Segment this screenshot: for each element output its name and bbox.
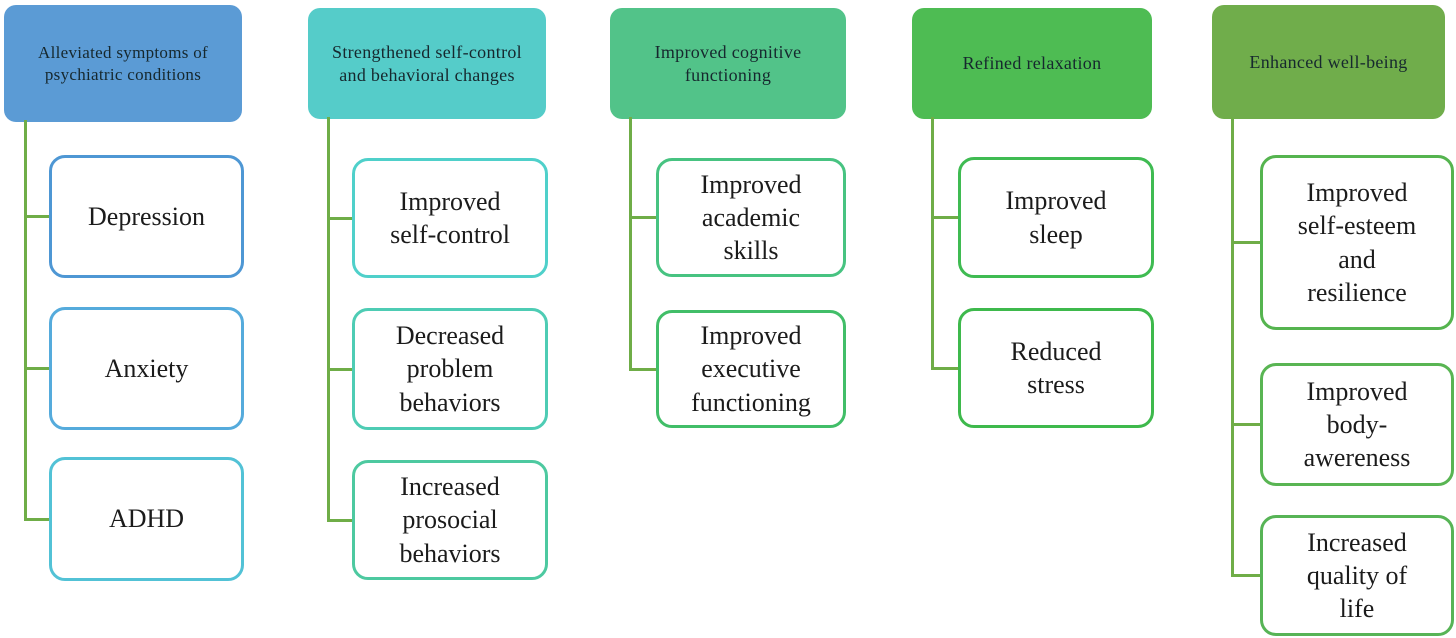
connector-elbow: [1230, 241, 1262, 244]
benefit-box-improved-self-control: Improved self-control: [352, 158, 548, 278]
connector-trunk: [628, 117, 632, 371]
benefit-box-improved-executive-functioning: Improved executive functioning: [656, 310, 846, 428]
connector-elbow: [628, 367, 658, 371]
connector-elbow: [1230, 423, 1262, 426]
connector-elbow: [23, 215, 51, 218]
benefit-box-reduced-stress: Reduced stress: [958, 308, 1154, 428]
connector-elbow: [930, 366, 960, 370]
connector-elbow: [326, 367, 354, 371]
category-header-strengthened-self-control-and-behavioral-changes: Strengthened self-control and behavioral…: [308, 8, 546, 119]
category-header-refined-relaxation: Refined relaxation: [912, 8, 1152, 119]
connector-elbow: [628, 216, 658, 219]
connector-trunk: [930, 117, 934, 370]
connector-elbow: [23, 367, 51, 370]
benefit-box-decreased-problem-behaviors: Decreased problem behaviors: [352, 308, 548, 430]
connector-trunk: [1230, 117, 1234, 577]
benefit-box-anxiety: Anxiety: [49, 307, 244, 430]
benefit-box-improved-body-awereness: Improved body-awereness: [1260, 363, 1454, 486]
benefit-box-adhd: ADHD: [49, 457, 244, 581]
connector-elbow: [23, 517, 51, 521]
connector-elbow: [326, 216, 354, 220]
benefit-box-improved-academic-skills: Improved academic skills: [656, 158, 846, 277]
connector-trunk: [23, 120, 27, 521]
connector-trunk: [326, 117, 330, 522]
benefit-box-improved-sleep: Improved sleep: [958, 157, 1154, 278]
category-header-enhanced-well-being: Enhanced well-being: [1212, 5, 1445, 119]
benefit-box-improved-self-esteem-and-resilience: Improved self-esteem and resilience: [1260, 155, 1454, 330]
benefit-box-increased-quality-of-life: Increased quality of life: [1260, 515, 1454, 636]
benefit-box-depression: Depression: [49, 155, 244, 278]
connector-elbow: [326, 518, 354, 522]
connector-elbow: [1230, 574, 1262, 577]
benefit-box-increased-prosocial-behaviors: Increased prosocial behaviors: [352, 460, 548, 580]
category-header-alleviated-symptoms-of-psychiatric-conditions: Alleviated symptoms of psychiatric condi…: [4, 5, 242, 122]
connector-elbow: [930, 216, 960, 219]
category-header-improved-cognitive-functioning: Improved cognitive functioning: [610, 8, 846, 119]
